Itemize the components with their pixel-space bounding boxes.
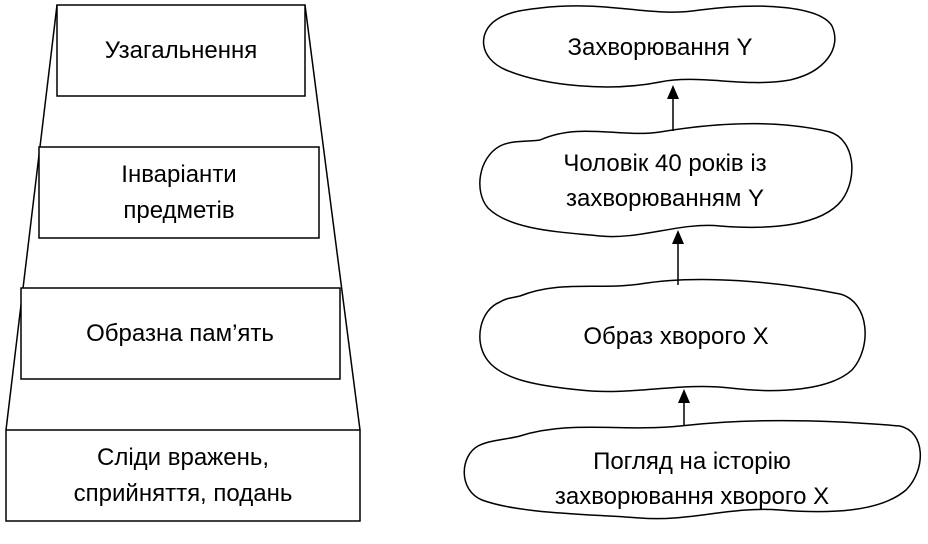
arrowhead-icon — [678, 389, 690, 403]
cloud-node-man-40: Чоловік 40 років із захворюванням Y — [479, 123, 853, 238]
pyramid-level-traces: Сліди вражень, сприйняття, подань — [5, 429, 361, 522]
cloud-node-label: Чоловік 40 років із — [563, 150, 766, 177]
pyramid-level-label: предметів — [123, 197, 234, 224]
cloud-node-label: захворювання хворого X — [555, 483, 829, 510]
cloud-shape — [463, 419, 921, 520]
pyramid-level-label: Інваріанти — [121, 161, 236, 188]
cloud-node-label: Погляд на історію — [593, 448, 791, 475]
cloud-node-disease-y: Захворювання Y — [482, 5, 836, 88]
pyramid-level-invariants: Інваріанти предметів — [38, 146, 320, 239]
pyramid-level-imagery-memory: Образна пам’ять — [20, 287, 341, 380]
pyramid-level-box — [20, 287, 341, 380]
cloud-node-history-view: Погляд на історію захворювання хворого X — [463, 419, 921, 520]
pyramid-right-edge — [304, 4, 361, 431]
cloud-node-label: захворюванням Y — [566, 185, 764, 212]
pyramid-level-label: Узагальнення — [105, 37, 257, 64]
pyramid-level-box — [5, 429, 361, 522]
cloud-node-label: Образ хворого X — [583, 323, 768, 350]
flow-arrow-history-to-image — [678, 389, 690, 426]
pyramid-level-generalization: Узагальнення — [56, 4, 306, 97]
pyramid-left-edge — [5, 4, 58, 431]
pyramid-level-label: сприйняття, подань — [74, 480, 293, 507]
cloud-shape — [479, 278, 866, 393]
arrowhead-icon — [672, 230, 684, 244]
cloud-shape — [479, 123, 853, 238]
flow-arrow-image-to-man — [672, 230, 684, 285]
pyramid-level-label: Образна пам’ять — [86, 320, 274, 347]
flow-arrow-man-to-disease — [667, 85, 679, 131]
cloud-node-image-patient-x: Образ хворого X — [479, 278, 866, 393]
pyramid-level-box — [56, 4, 306, 97]
pyramid-level-label: Сліди вражень, — [97, 444, 269, 471]
cloud-shape — [482, 5, 836, 88]
clinical-reasoning-flow: Захворювання Y Чоловік 40 років із захво… — [463, 5, 921, 520]
cloud-node-label: Захворювання Y — [567, 34, 752, 61]
abstraction-pyramid: Узагальнення Інваріанти предметів Образн… — [5, 4, 361, 522]
arrowhead-icon — [667, 85, 679, 99]
pyramid-level-box — [38, 146, 320, 239]
